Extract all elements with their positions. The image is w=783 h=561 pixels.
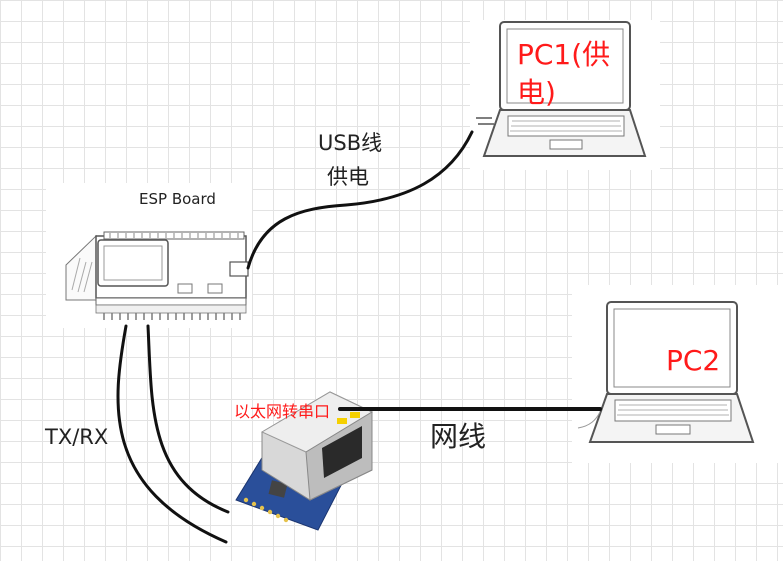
txrx-wire-1 xyxy=(116,324,228,544)
pc2-title: PC2 xyxy=(666,344,721,377)
ethernet-module-label: 以太网转串口 xyxy=(234,402,331,421)
usb-cable-label: USB线 xyxy=(318,131,383,155)
laptop-icon-pc2 xyxy=(577,301,755,443)
ethernet-serial-module-icon xyxy=(235,391,374,531)
cables xyxy=(116,130,602,544)
network-cable-label: 网线 xyxy=(430,420,487,453)
laptop-icon-pc1 xyxy=(476,21,647,157)
txrx-label: TX/RX xyxy=(45,425,109,449)
esp-board-icon xyxy=(65,231,249,320)
usb-power-label: 供电 xyxy=(327,165,369,189)
pc1-title: PC1(供电) xyxy=(517,38,611,109)
usb-cable xyxy=(246,130,474,270)
txrx-wire-2 xyxy=(146,324,230,514)
esp-board-label: ESP Board xyxy=(139,190,216,208)
